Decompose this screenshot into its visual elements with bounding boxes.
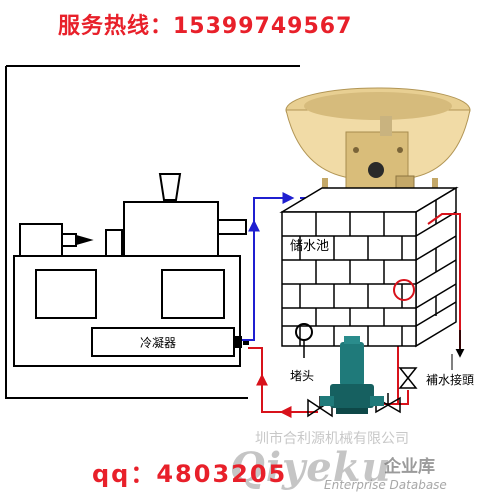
watermark-company: 圳市合利源机械有限公司 bbox=[255, 431, 409, 447]
outer-frame bbox=[5, 65, 300, 399]
condensing-unit bbox=[13, 173, 247, 367]
qq-contact: qq：4803205 bbox=[92, 460, 288, 488]
watermark-logo: Qiyeku bbox=[230, 444, 392, 491]
label-condenser: 冷凝器 bbox=[140, 335, 176, 350]
label-makeup-water: 補水接頭 bbox=[426, 372, 474, 387]
watermark-logo-en: Enterprise Database bbox=[324, 478, 447, 492]
label-filter: 堵头 bbox=[290, 369, 314, 383]
service-hotline: 服务热线：15399749567 bbox=[58, 14, 353, 39]
circulation-pump bbox=[320, 336, 384, 414]
watermark-logo-cn: 企业库 bbox=[384, 457, 435, 477]
valve-vertical bbox=[398, 367, 418, 389]
condenser-fitting bbox=[234, 336, 249, 348]
makeup-water-pipe bbox=[427, 213, 461, 350]
tank-outlet-loop bbox=[393, 279, 415, 301]
brick-tank bbox=[279, 186, 459, 348]
label-tank: 储水池 bbox=[290, 239, 329, 254]
